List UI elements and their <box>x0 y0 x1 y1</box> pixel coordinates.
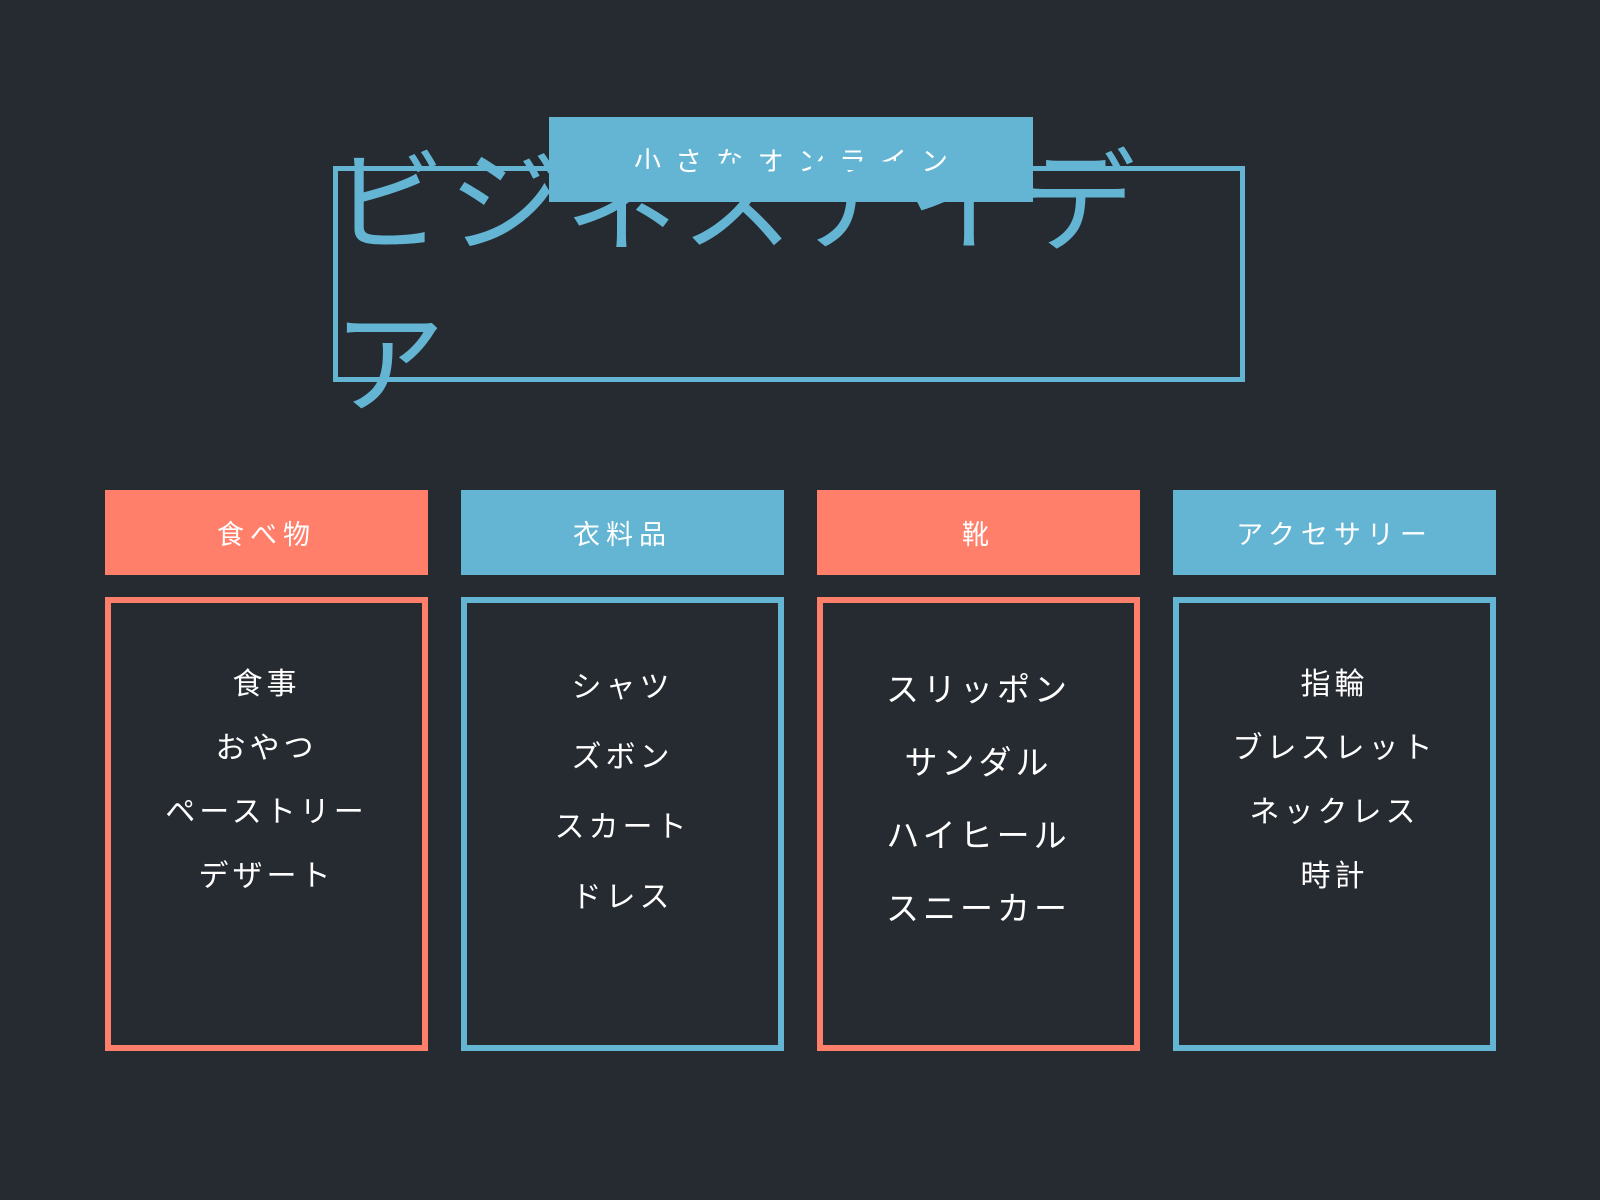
list-item: サンダル <box>904 743 1053 782</box>
category-label: 衣料品 <box>573 520 672 551</box>
list-item: シャツ <box>571 670 674 705</box>
list-item: ペーストリー <box>165 795 368 830</box>
list-item: 時計 <box>1300 859 1369 894</box>
category-label: 靴 <box>962 520 995 551</box>
list-item: 食事 <box>232 667 301 702</box>
subtitle-banner: 小さなオンライン <box>549 117 1033 202</box>
category-box-accessories: 指輪 ブレスレット ネックレス 時計 <box>1173 597 1496 1051</box>
category-header-clothes: 衣料品 <box>461 490 784 575</box>
list-item: スカート <box>554 810 691 845</box>
list-item: デザート <box>198 859 335 894</box>
subtitle-text: 小さなオンライン <box>634 147 962 178</box>
main-title: ビジネスアイデア <box>333 139 1140 431</box>
list-item: ハイヒール <box>886 816 1071 855</box>
category-box-clothes: シャツ ズボン スカート ドレス <box>461 597 784 1051</box>
list-item: ドレス <box>571 880 674 915</box>
category-label: アクセサリー <box>1236 520 1433 551</box>
category-header-food: 食べ物 <box>105 490 428 575</box>
category-box-food: 食事 おやつ ペーストリー デザート <box>105 597 428 1051</box>
list-item: スニーカー <box>886 889 1071 928</box>
list-item: スリッポン <box>886 670 1071 709</box>
list-item: おやつ <box>215 731 318 766</box>
list-item: ネックレス <box>1249 795 1420 830</box>
list-item: ズボン <box>571 740 674 775</box>
category-box-shoes: スリッポン サンダル ハイヒール スニーカー <box>817 597 1140 1051</box>
category-header-shoes: 靴 <box>817 490 1140 575</box>
list-item: 指輪 <box>1300 667 1369 702</box>
category-label: 食べ物 <box>217 520 316 551</box>
category-header-accessories: アクセサリー <box>1173 490 1496 575</box>
list-item: ブレスレット <box>1232 731 1437 766</box>
